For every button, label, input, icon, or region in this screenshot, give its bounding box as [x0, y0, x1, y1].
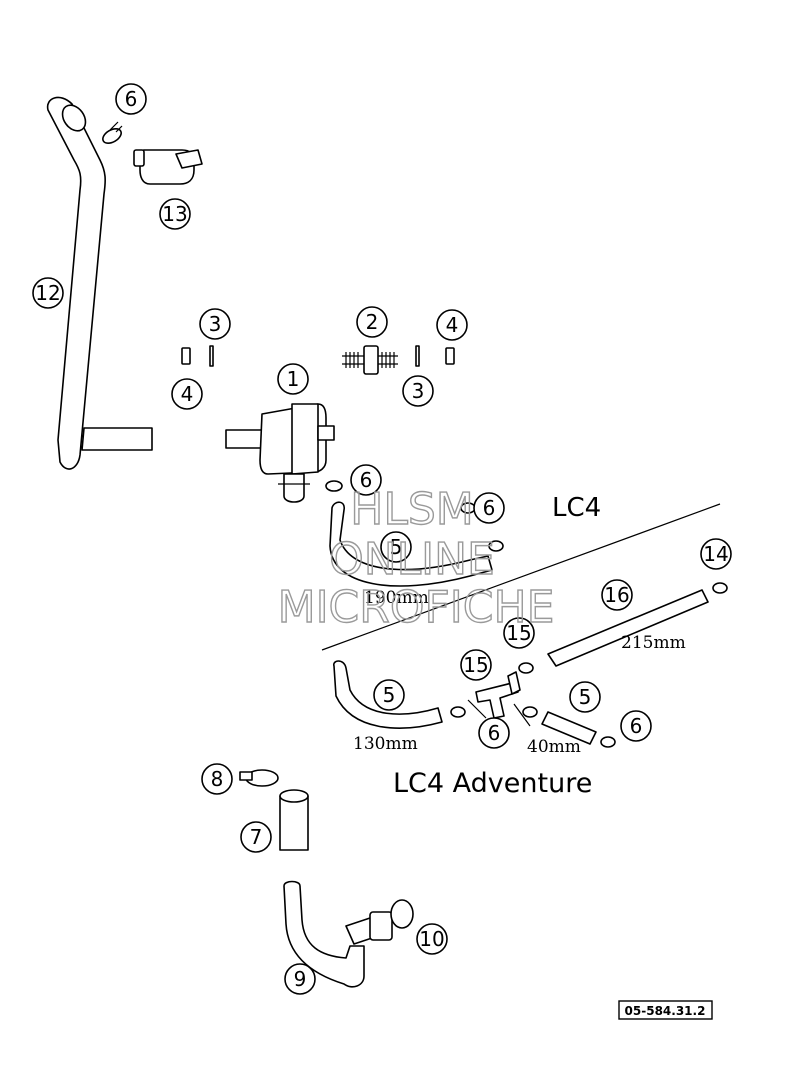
svg-text:15: 15: [506, 621, 531, 645]
dimension-190mm: 190mm: [364, 588, 429, 608]
callout-15-a[interactable]: 14: [700, 538, 732, 570]
svg-text:5: 5: [579, 685, 592, 709]
callout-13[interactable]: 13: [159, 198, 191, 230]
clamp-8: [239, 769, 279, 787]
variant-label-lc4: LC4: [552, 493, 601, 523]
svg-text:3: 3: [209, 312, 222, 336]
watermark: HLSM ONLINE MICROFICHE: [277, 483, 555, 633]
variant-label-lc4-adventure: LC4 Adventure: [393, 768, 592, 799]
dimension-130mm: 130mm: [353, 734, 418, 754]
callout-6-b[interactable]: 6: [473, 492, 505, 524]
svg-text:8: 8: [211, 767, 224, 791]
svg-text:6: 6: [630, 714, 643, 738]
svg-text:2: 2: [366, 310, 379, 334]
svg-text:6: 6: [488, 721, 501, 745]
svg-text:16: 16: [604, 583, 629, 607]
svg-text:6: 6: [360, 468, 373, 492]
svg-text:10: 10: [419, 927, 444, 951]
connector-13: [133, 149, 203, 185]
svg-text:12: 12: [35, 281, 60, 305]
svg-text:1: 1: [287, 367, 300, 391]
svg-text:9: 9: [294, 967, 307, 991]
valve-1: [225, 403, 335, 503]
dimension-215mm: 215mm: [621, 633, 686, 653]
callouts: 6 13 12 3 2 4 1 4 3 6 6 5 14 16 15 15 5 …: [32, 83, 732, 995]
callout-5-a[interactable]: 5: [380, 531, 412, 563]
variant-divider-line: [321, 503, 721, 651]
svg-text:13: 13: [162, 202, 187, 226]
stud-2: [342, 345, 398, 375]
svg-text:15: 15: [463, 653, 488, 677]
callout-6-c[interactable]: 6: [478, 717, 510, 749]
callout-6-d[interactable]: 6: [620, 710, 652, 742]
svg-text:MICROFICHE: MICROFICHE: [278, 582, 555, 633]
callout-12[interactable]: 6: [115, 83, 147, 115]
pipe-9: [283, 880, 393, 988]
hose-11: [46, 96, 153, 470]
callout-4-right[interactable]: 4: [436, 309, 468, 341]
drawing-number-box: 05-584.31.2: [618, 1000, 713, 1020]
callout-15-b[interactable]: 15: [503, 617, 535, 649]
callout-7[interactable]: 7: [240, 821, 272, 853]
callout-2[interactable]: 2: [356, 306, 388, 338]
callout-5-b[interactable]: 5: [373, 679, 405, 711]
callout-14[interactable]: 15: [460, 649, 492, 681]
clamp-12: [102, 121, 123, 145]
svg-text:5: 5: [390, 535, 403, 559]
callout-11[interactable]: 12: [32, 277, 64, 309]
svg-text:4: 4: [181, 382, 194, 406]
svg-text:7: 7: [250, 825, 263, 849]
svg-text:3: 3: [412, 379, 425, 403]
callout-1[interactable]: 1: [277, 363, 309, 395]
lc4-adventure-hose-group: [333, 582, 728, 748]
callout-5-c[interactable]: 5: [569, 681, 601, 713]
svg-text:14: 14: [703, 542, 728, 566]
callout-4-left[interactable]: 4: [171, 378, 203, 410]
lc4-hose-group: [325, 480, 504, 587]
callout-9[interactable]: 9: [284, 963, 316, 995]
callout-3-right[interactable]: 3: [402, 375, 434, 407]
svg-text:5: 5: [383, 683, 396, 707]
hose-7: [279, 789, 309, 851]
o-ring-10: [390, 899, 414, 929]
svg-text:HLSM: HLSM: [350, 484, 474, 535]
callout-8[interactable]: 8: [201, 763, 233, 795]
pins-3-4: [181, 345, 455, 367]
callout-3-left[interactable]: 3: [199, 308, 231, 340]
drawing-number: 05-584.31.2: [625, 1004, 706, 1018]
callout-16[interactable]: 16: [601, 579, 633, 611]
dimension-40mm: 40mm: [527, 737, 581, 757]
svg-text:4: 4: [446, 313, 459, 337]
callout-6-a[interactable]: 6: [350, 464, 382, 496]
callout-10[interactable]: 10: [416, 923, 448, 955]
svg-text:6: 6: [483, 496, 496, 520]
svg-text:ONLINE: ONLINE: [329, 534, 495, 585]
svg-text:6: 6: [125, 87, 138, 111]
